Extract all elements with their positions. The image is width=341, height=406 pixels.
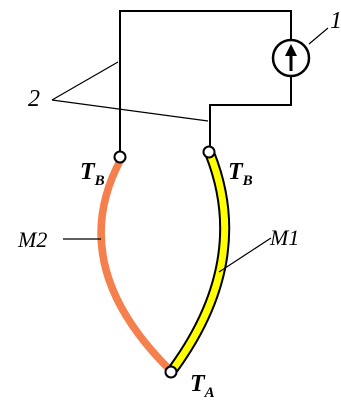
conductor-m1: [170, 150, 229, 372]
label-wires: 2: [28, 86, 40, 112]
label-junction-right: TB: [228, 159, 253, 189]
label-m1: M1: [269, 225, 299, 250]
right-wire: [209, 76, 292, 148]
leader-m1: [218, 237, 272, 273]
label-m2: M2: [17, 227, 47, 252]
connecting-wires: [119, 10, 292, 154]
current-source: [271, 38, 311, 78]
leaders-wires: [51, 61, 209, 122]
label-source: 1: [330, 8, 341, 34]
arrow-up-icon: [285, 44, 297, 56]
junction-hot: [164, 365, 178, 379]
label-junction-hot: TA: [190, 371, 215, 401]
junction-right-cold: [202, 145, 216, 159]
leader-source: [308, 27, 329, 45]
left-wire: [119, 10, 292, 154]
label-junction-left: TB: [80, 159, 105, 189]
conductor-m2: [97, 155, 174, 374]
junction-left-cold: [113, 150, 127, 164]
